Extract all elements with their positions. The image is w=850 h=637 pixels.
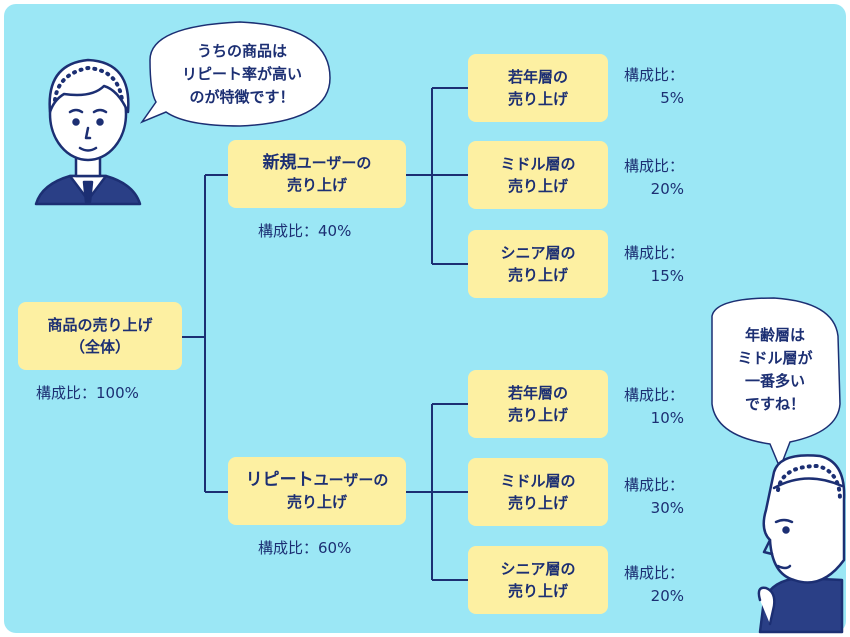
- node-repeat-senior-sales: シニア層の売り上げ: [468, 546, 608, 614]
- node-repeat-young-sales: 若年層の売り上げ: [468, 370, 608, 438]
- businessman-right-illustration: [757, 454, 846, 634]
- node-label-line2: 売り上げ: [507, 494, 568, 512]
- node-repeat-middle-sales: ミドル層の売り上げ: [468, 458, 608, 526]
- speech-left-line2: リピート率が高い: [181, 64, 302, 83]
- node-label-line2: 売り上げ: [507, 90, 568, 108]
- ratio-label: 構成比：: [623, 66, 684, 84]
- new-young-ratio: 構成比： 5%: [610, 64, 684, 110]
- new-users-label-main: 新規: [262, 153, 297, 173]
- node-label-line1: ミドル層の: [500, 472, 576, 490]
- ratio-label: 構成比：: [623, 244, 684, 262]
- node-label-line1: ミドル層の: [500, 155, 576, 173]
- ratio-label: 構成比：: [623, 157, 684, 175]
- node-label-line2: 売り上げ: [507, 406, 568, 424]
- repeat-senior-ratio: 構成比： 20%: [610, 562, 684, 608]
- repeat-young-ratio: 構成比： 10%: [610, 384, 684, 430]
- ratio-value: 5%: [660, 89, 684, 107]
- repeat-users-label-main: リピート: [245, 470, 314, 490]
- root-ratio: 構成比：100%: [36, 384, 139, 402]
- node-label-line1: シニア層の: [500, 244, 576, 262]
- repeat-users-label-line2: 売り上げ: [286, 493, 347, 511]
- repeat-users-label-rest: ユーザーの: [313, 471, 389, 489]
- speech-left-line1: うちの商品は: [196, 41, 287, 60]
- ratio-value: 20%: [650, 587, 684, 605]
- node-label-line2: 売り上げ: [507, 582, 568, 600]
- node-label-line2: 売り上げ: [507, 177, 568, 195]
- node-new-young-sales: 若年層の売り上げ: [468, 54, 608, 122]
- speech-right-line3: 一番多い: [744, 372, 805, 390]
- root-node-total-sales: 商品の売り上げ （全体）: [18, 302, 182, 370]
- speech-bubble-left: [139, 21, 331, 127]
- new-users-ratio: 構成比：40%: [258, 222, 352, 240]
- new-senior-ratio: 構成比： 15%: [610, 242, 684, 288]
- speech-text-left: うちの商品は リピート率が高い のが特徴です！: [160, 28, 324, 120]
- connector-new: [406, 87, 468, 265]
- node-label-line1: 若年層の: [507, 68, 568, 86]
- ratio-value: 20%: [650, 180, 684, 198]
- node-label-line1: 若年層の: [507, 384, 568, 402]
- connector-root: [182, 174, 228, 493]
- root-label-line1: 商品の売り上げ: [47, 316, 153, 334]
- node-repeat-users-sales: リピートユーザーの 売り上げ: [228, 457, 406, 525]
- connector-repeat: [406, 403, 468, 581]
- node-label-line2: 売り上げ: [507, 266, 568, 284]
- repeat-users-ratio: 構成比：60%: [258, 539, 352, 557]
- new-users-label-line2: 売り上げ: [286, 176, 347, 194]
- node-label-line1: シニア層の: [500, 560, 576, 578]
- ratio-value: 15%: [650, 267, 684, 285]
- speech-left-line3: のが特徴です！: [189, 87, 295, 106]
- ratio-label: 構成比：: [623, 476, 684, 494]
- ratio-value: 10%: [650, 409, 684, 427]
- speech-right-line1: 年齢層は: [744, 326, 805, 344]
- node-new-users-sales: 新規ユーザーの 売り上げ: [228, 140, 406, 208]
- businessman-left-illustration: [34, 58, 142, 206]
- new-middle-ratio: 構成比： 20%: [610, 155, 684, 201]
- speech-bubble-right: [711, 297, 841, 471]
- ratio-label: 構成比：: [623, 564, 684, 582]
- speech-right-line2: ミドル層が: [737, 349, 813, 367]
- repeat-middle-ratio: 構成比： 30%: [610, 474, 684, 520]
- node-new-middle-sales: ミドル層の売り上げ: [468, 141, 608, 209]
- speech-right-line4: ですね！: [744, 395, 805, 413]
- root-label-line2: （全体）: [69, 338, 130, 356]
- new-users-label-rest: ユーザーの: [296, 154, 372, 172]
- ratio-label: 構成比：: [623, 386, 684, 404]
- speech-text-right: 年齢層は ミドル層が 一番多い ですね！: [716, 304, 834, 436]
- ratio-value: 30%: [650, 499, 684, 517]
- node-new-senior-sales: シニア層の売り上げ: [468, 230, 608, 298]
